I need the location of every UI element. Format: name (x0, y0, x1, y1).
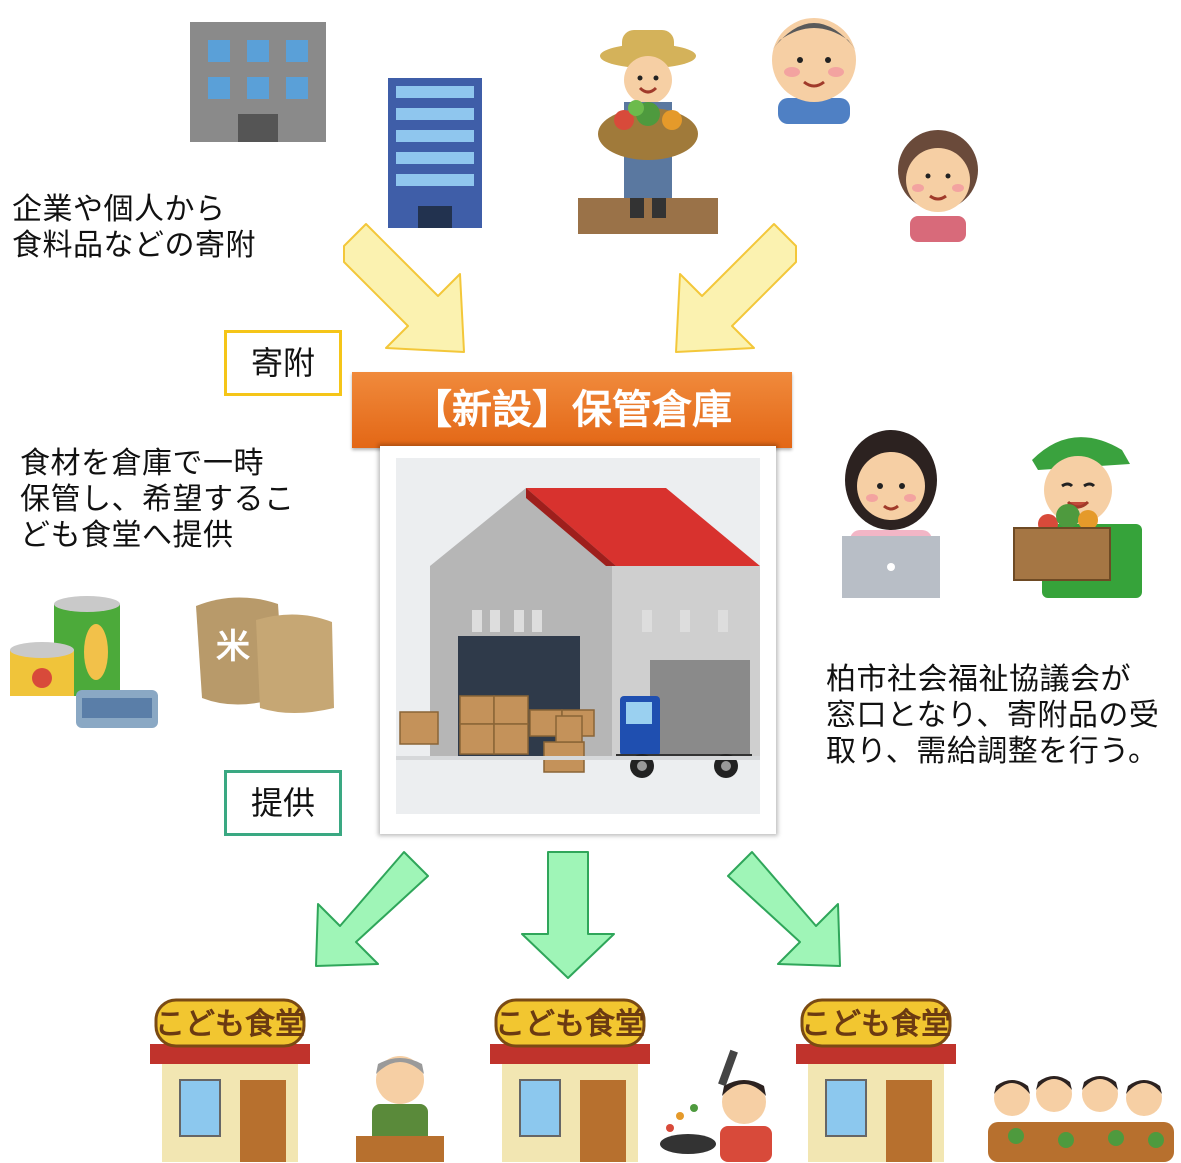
provide-arrow-middle (521, 851, 615, 979)
cafeteria-icon-1: こども食堂 (150, 998, 310, 1162)
volunteer-box-icon (1013, 437, 1142, 598)
provide-arrow-right (727, 851, 841, 967)
cafeteria-sign-2: こども食堂 (495, 1007, 645, 1042)
provide-arrow-left (315, 851, 429, 967)
cafeteria-icon-3: こども食堂 (796, 998, 956, 1162)
cook-icon (356, 1056, 444, 1162)
donation-arrow-right (675, 223, 797, 353)
children-eating-icon (988, 1076, 1174, 1162)
council-caption: 柏市社会福祉協議会が 窓口となり、寄附品の受 取り、需給調整を行う。 (826, 662, 1160, 769)
donation-arrow-left (343, 223, 465, 353)
canned-food-icon (10, 596, 158, 728)
farmer-icon (578, 30, 718, 234)
elderly-woman-icon (898, 130, 978, 242)
chef-icon (660, 1049, 772, 1162)
cafeteria-icon-2: こども食堂 (490, 998, 650, 1162)
cafeteria-sign-1: こども食堂 (155, 1007, 305, 1042)
svg-text:米: 米 (216, 627, 250, 667)
office-building-icon (190, 22, 326, 142)
cafeteria-sign-3: こども食堂 (801, 1007, 951, 1042)
rice-bag-icon: 米 (196, 597, 334, 713)
warehouse-title: 【新設】保管倉庫 (352, 372, 792, 448)
elderly-man-icon (772, 18, 856, 124)
storage-caption: 食材を倉庫で一時 保管し、希望するこ ども食堂へ提供 (20, 446, 295, 553)
donation-label: 寄附 (224, 330, 342, 396)
staff-laptop-icon (842, 430, 940, 598)
skyscraper-icon (388, 78, 482, 228)
warehouse-icon (396, 458, 760, 814)
provide-label: 提供 (224, 770, 342, 836)
warehouse-frame (380, 446, 776, 834)
donation-source-caption: 企業や個人から 食料品などの寄附 (12, 192, 256, 263)
